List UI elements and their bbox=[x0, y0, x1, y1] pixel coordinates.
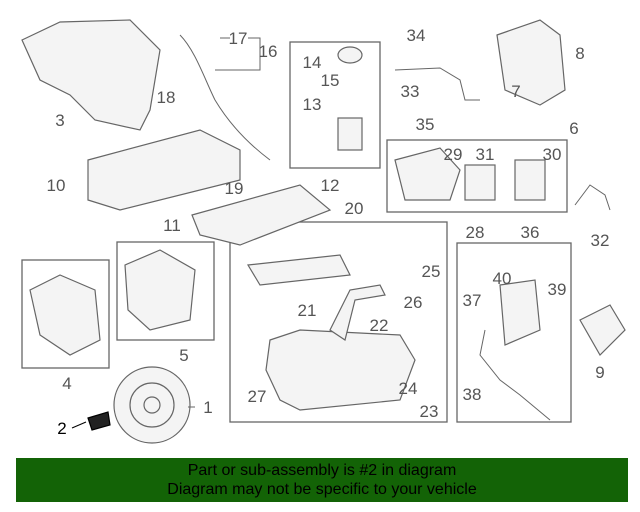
pulley-center bbox=[143, 396, 161, 414]
leader-2 bbox=[71, 421, 87, 429]
callout-36: 36 bbox=[521, 223, 540, 242]
dipstick-tube bbox=[179, 34, 271, 161]
oil-filter bbox=[464, 164, 496, 201]
callout-2: 2 bbox=[57, 419, 66, 438]
callout-33: 33 bbox=[401, 82, 420, 101]
callout-30: 30 bbox=[543, 145, 562, 164]
banner-line-1: Part or sub-assembly is #2 in diagram bbox=[187, 462, 457, 479]
bracket-32 bbox=[574, 184, 611, 211]
callout-24: 24 bbox=[399, 379, 418, 398]
callout-5: 5 bbox=[179, 346, 188, 365]
oil-separator bbox=[499, 279, 541, 346]
group-box-36 bbox=[456, 242, 572, 423]
callout-26: 26 bbox=[404, 293, 423, 312]
bracket-4 bbox=[29, 274, 101, 356]
callout-14: 14 bbox=[303, 53, 322, 72]
callout-3: 3 bbox=[55, 111, 64, 130]
callout-6: 6 bbox=[569, 119, 578, 138]
callout-38: 38 bbox=[463, 385, 482, 404]
valve-cover bbox=[87, 129, 241, 211]
callout-12: 12 bbox=[321, 176, 340, 195]
oil-cap bbox=[337, 46, 363, 64]
callout-27: 27 bbox=[248, 387, 267, 406]
bolt-2 bbox=[87, 411, 111, 431]
group-box-20 bbox=[229, 221, 448, 423]
callout-22: 22 bbox=[370, 316, 389, 335]
oil-pump-pickup bbox=[329, 284, 386, 341]
callout-10: 10 bbox=[47, 176, 66, 195]
callout-20: 20 bbox=[345, 199, 364, 218]
oil-pan bbox=[265, 329, 416, 411]
bracket-5 bbox=[124, 249, 196, 331]
group-box-12 bbox=[289, 41, 381, 169]
callout-15: 15 bbox=[321, 71, 340, 90]
callout-32: 32 bbox=[591, 231, 610, 250]
callout-18: 18 bbox=[157, 88, 176, 107]
seal-9 bbox=[579, 304, 626, 356]
callout-29: 29 bbox=[444, 145, 463, 164]
banner-line-2: Diagram may not be specific to your vehi… bbox=[167, 481, 477, 498]
callout-23: 23 bbox=[420, 402, 439, 421]
callout-31: 31 bbox=[476, 145, 495, 164]
filter-cap bbox=[514, 159, 546, 201]
callout-25: 25 bbox=[422, 262, 441, 281]
callout-4: 4 bbox=[62, 374, 71, 393]
callout-11: 11 bbox=[163, 216, 181, 235]
group-box-4 bbox=[21, 259, 110, 369]
callout-13: 13 bbox=[303, 95, 322, 114]
callout-8: 8 bbox=[575, 44, 584, 63]
callout-37: 37 bbox=[463, 291, 482, 310]
leader-16 bbox=[215, 37, 261, 71]
callout-39: 39 bbox=[548, 280, 567, 299]
group-box-5 bbox=[116, 241, 215, 341]
callout-7: 7 bbox=[511, 82, 520, 101]
tube-38 bbox=[479, 329, 551, 421]
callout-16: 16 bbox=[259, 42, 278, 61]
group-box-28 bbox=[386, 139, 568, 213]
info-banner: Part or sub-assembly is #2 in diagram Di… bbox=[16, 458, 628, 502]
hose-33 bbox=[394, 67, 480, 101]
callout-34: 34 bbox=[407, 26, 426, 45]
callout-19: 19 bbox=[225, 179, 244, 198]
callout-40: 40 bbox=[493, 269, 512, 288]
oil-cooler-housing bbox=[394, 147, 461, 201]
water-pump bbox=[496, 19, 566, 106]
callout-9: 9 bbox=[595, 363, 604, 382]
callout-35: 35 bbox=[416, 115, 435, 134]
callout-17: 17 bbox=[229, 29, 248, 48]
callout-21: 21 bbox=[298, 301, 317, 320]
baffle bbox=[247, 254, 351, 286]
oil-filler-neck bbox=[337, 117, 363, 151]
timing-cover bbox=[21, 19, 161, 131]
callout-28: 28 bbox=[466, 223, 485, 242]
callout-1: 1 bbox=[203, 398, 212, 417]
oil-pan-gasket bbox=[191, 184, 332, 246]
